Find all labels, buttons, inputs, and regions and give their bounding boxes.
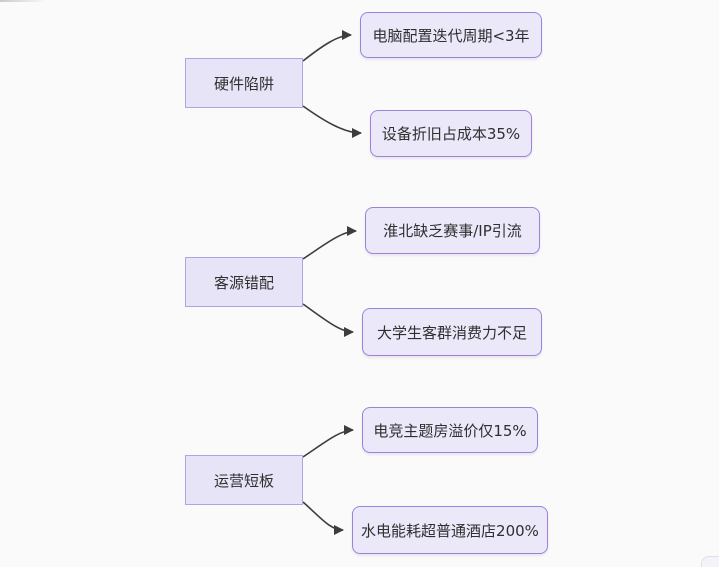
node-parent-hardware-trap: 硬件陷阱 (185, 58, 303, 108)
edge-arrow-2a (302, 226, 357, 260)
node-label: 运营短板 (213, 471, 274, 490)
node-label: 电竞主题房溢价仅15% (373, 421, 527, 440)
node-child-student-spending-power: 大学生客群消费力不足 (362, 308, 542, 356)
node-parent-operations-weakness: 运营短板 (185, 455, 303, 505)
node-label: 大学生客群消费力不足 (376, 323, 527, 342)
node-label: 硬件陷阱 (213, 74, 274, 93)
window-edge-artifact (0, 0, 46, 2)
node-parent-customer-mismatch: 客源错配 (185, 257, 303, 307)
node-child-utility-consumption: 水电能耗超普通酒店200% (352, 506, 548, 554)
edge-arrow-2b (302, 303, 354, 337)
node-child-theme-room-premium: 电竞主题房溢价仅15% (362, 407, 538, 453)
edge-arrow-3a (302, 425, 354, 458)
node-label: 设备折旧占成本35% (381, 125, 521, 143)
edge-arrow-1b (302, 105, 362, 138)
node-child-pc-iteration-cycle: 电脑配置迭代周期<3年 (360, 12, 542, 58)
edge-arrow-1a (302, 30, 352, 62)
node-child-depreciation-cost: 设备折旧占成本35% (370, 110, 532, 157)
node-label: 客源错配 (213, 273, 274, 292)
node-label: 水电能耗超普通酒店200% (361, 521, 539, 540)
node-child-no-esports-events: 淮北缺乏赛事/IP引流 (365, 207, 540, 254)
node-label: 电脑配置迭代周期<3年 (372, 26, 530, 45)
edge-arrow-3b (302, 501, 344, 535)
node-label: 淮北缺乏赛事/IP引流 (383, 222, 522, 240)
